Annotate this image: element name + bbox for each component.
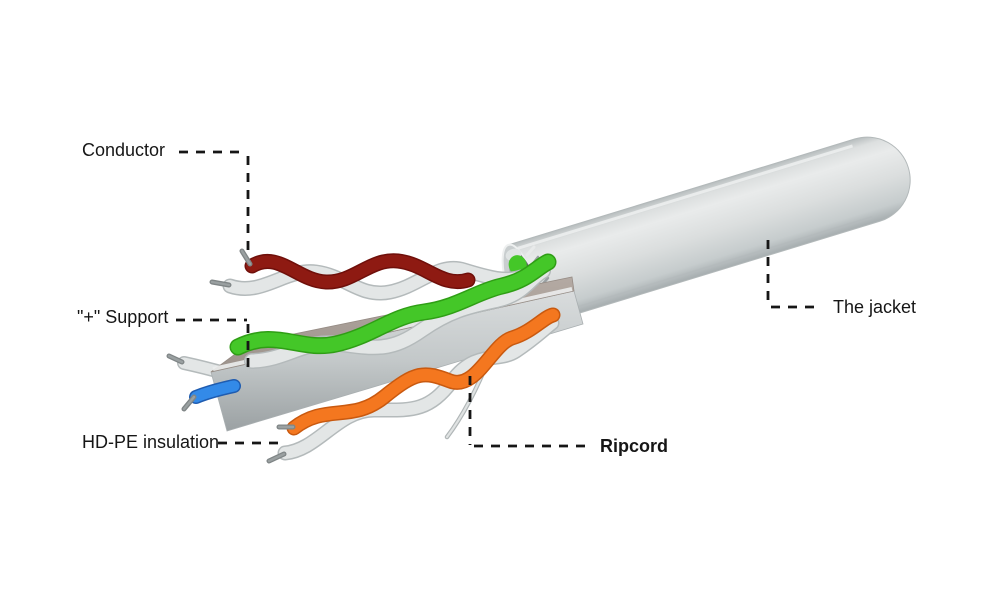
blue-wire-group — [189, 379, 241, 404]
jacket-bottom-shade — [537, 215, 873, 322]
label-conductor: Conductor — [82, 140, 166, 160]
dark-red-wire — [246, 254, 474, 288]
white-wire — [224, 262, 527, 299]
orange-wire — [288, 309, 559, 434]
jacket-leader-line — [766, 240, 822, 309]
green-wire — [231, 255, 555, 354]
label-hdpe-insulation: HD-PE insulation — [82, 432, 220, 452]
conductor-leader-line — [179, 150, 250, 252]
conductor-pins — [166, 248, 296, 464]
blue-wire — [190, 380, 240, 403]
label-ripcord: Ripcord — [600, 436, 669, 456]
pair-orange — [277, 307, 561, 461]
label-the-jacket: The jacket — [833, 297, 917, 317]
label-plus-support: "+" Support — [77, 307, 169, 327]
jacket-body — [507, 136, 911, 328]
ripcord-leader-line — [468, 376, 588, 448]
pair-dark-red — [222, 253, 529, 301]
jacket-top-highlight — [517, 144, 853, 250]
pair-green — [229, 253, 557, 369]
annotation-lines — [176, 150, 822, 448]
support-leader-line — [176, 318, 250, 374]
